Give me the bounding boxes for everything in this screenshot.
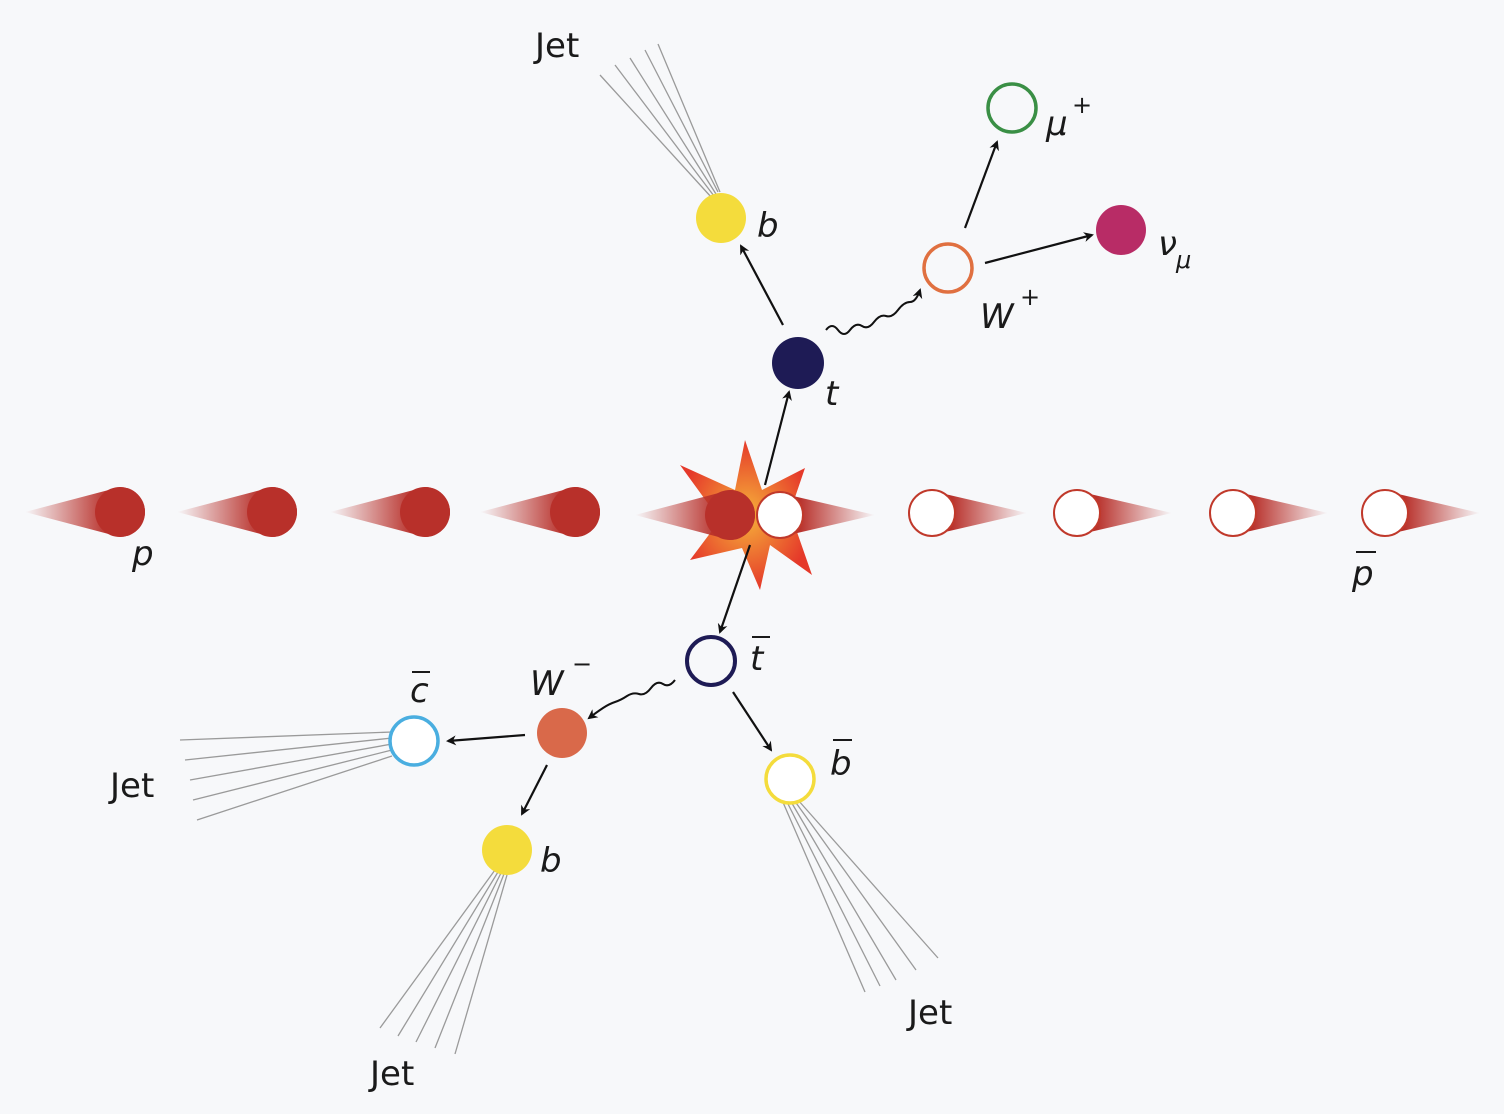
- jet-lines: [599, 43, 721, 199]
- arrow-to-bbar: [732, 691, 773, 752]
- proton-label: p: [131, 534, 154, 574]
- charm-antiquark: [388, 715, 440, 767]
- arrow-to-b: [740, 244, 784, 326]
- arrow-to-cbar: [446, 733, 526, 746]
- antitop-quark: [685, 635, 737, 687]
- arrow-to-antitop: [717, 544, 752, 634]
- svg-text:p: p: [1351, 554, 1374, 594]
- svg-text:ν: ν: [1158, 224, 1177, 264]
- svg-text:+: +: [1072, 91, 1092, 119]
- jet-label: Jet: [108, 766, 154, 806]
- bbar-label: b: [830, 739, 852, 784]
- antiproton-label: p: [1351, 551, 1376, 594]
- jet-label: Jet: [368, 1054, 414, 1094]
- b-label: b: [757, 206, 779, 246]
- top-label: t: [825, 374, 840, 414]
- w-plus-propagator: [825, 288, 923, 335]
- b-label: b: [540, 841, 562, 881]
- w-plus-boson: [922, 242, 974, 294]
- svg-text:μ: μ: [1045, 104, 1068, 144]
- svg-text:+: +: [1020, 283, 1040, 311]
- jet-lines: [179, 731, 393, 821]
- arrow-to-neutrino: [984, 232, 1094, 265]
- neutrino-label: ν μ: [1158, 224, 1191, 274]
- svg-text:−: −: [572, 650, 592, 678]
- svg-text:t: t: [750, 639, 765, 679]
- jet-lines: [379, 869, 508, 1055]
- jet-label: Jet: [906, 993, 952, 1033]
- cbar-label: c: [410, 671, 430, 711]
- muon-label: μ +: [1045, 91, 1092, 144]
- arrow-to-muon: [963, 140, 999, 229]
- b-quark: [482, 825, 532, 875]
- svg-text:μ: μ: [1175, 246, 1191, 274]
- arrow-to-top: [763, 390, 792, 486]
- jet-lines: [781, 799, 939, 993]
- muon: [986, 82, 1038, 134]
- jet-label: Jet: [533, 26, 579, 66]
- w-minus-label: W −: [530, 650, 592, 704]
- arrow-to-b-bottom: [521, 764, 548, 816]
- w-plus-label: W +: [980, 283, 1040, 337]
- w-minus-boson: [537, 708, 587, 758]
- top-quark: [772, 337, 824, 389]
- antitop-label: t: [750, 636, 770, 679]
- bottom-antiquark: [764, 753, 816, 805]
- svg-text:W: W: [980, 297, 1015, 337]
- w-minus-propagator: [587, 679, 676, 720]
- svg-text:b: b: [830, 744, 852, 784]
- muon-neutrino: [1096, 205, 1146, 255]
- b-quark: [696, 193, 746, 243]
- svg-text:W: W: [530, 664, 565, 704]
- svg-text:c: c: [410, 671, 429, 711]
